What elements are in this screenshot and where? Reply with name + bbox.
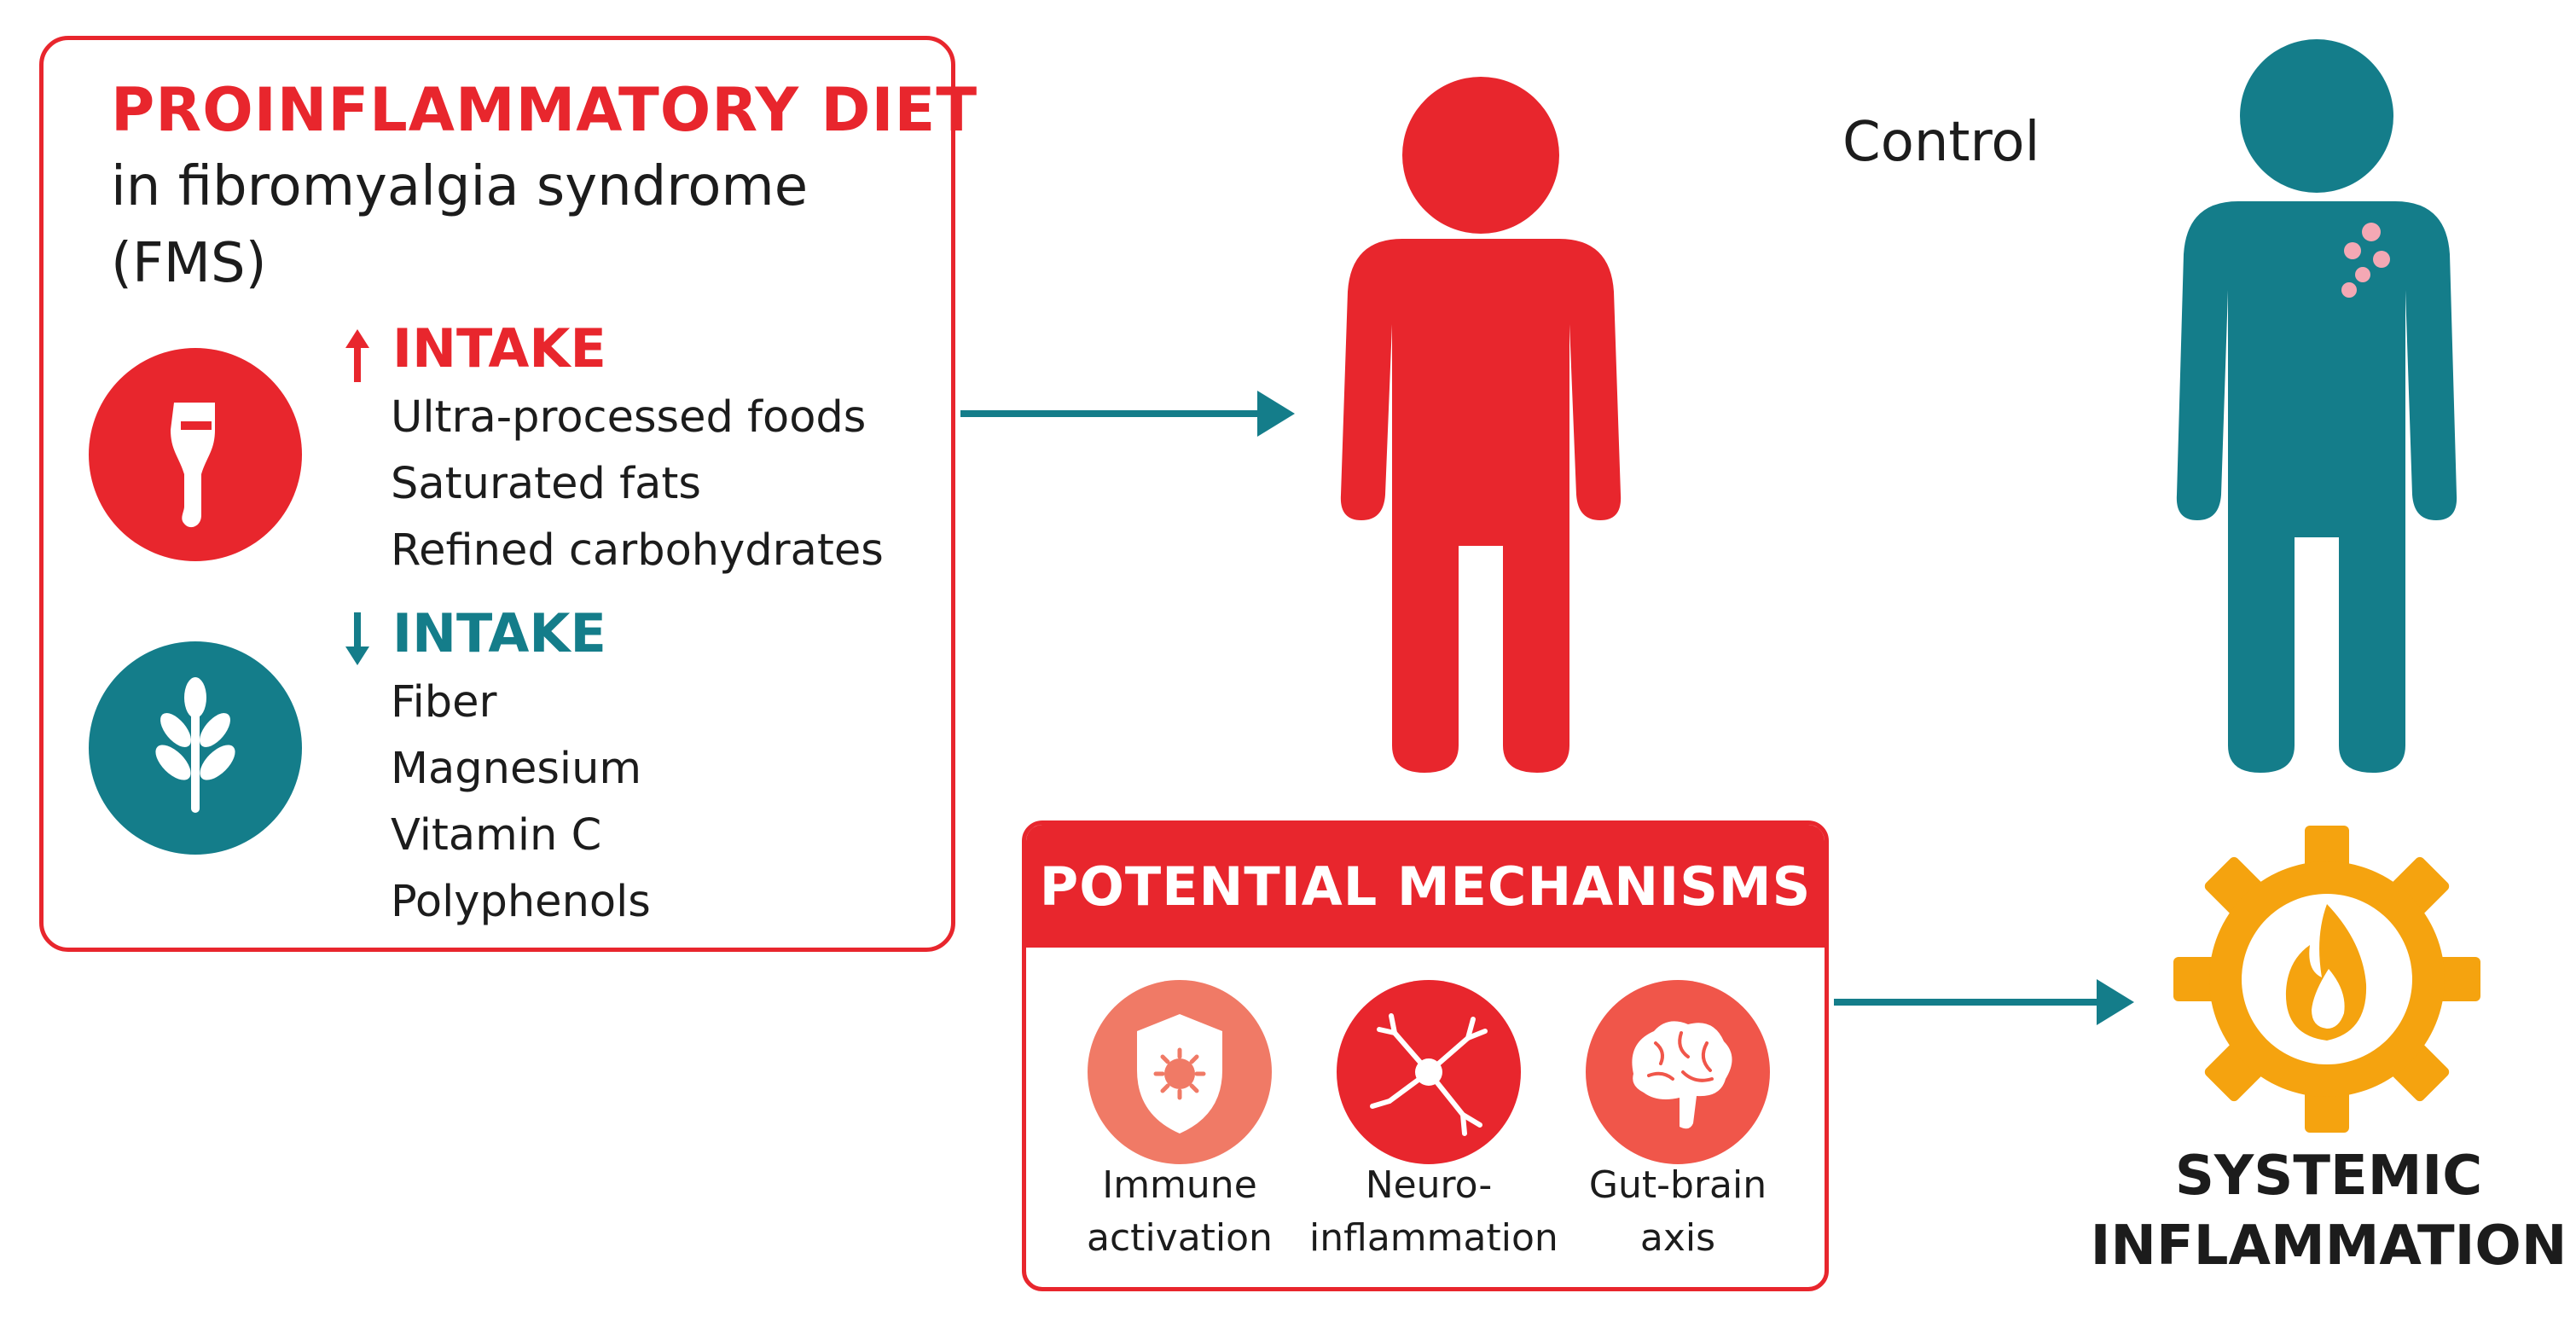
- mechanism-label: Gut-brain axis: [1588, 1163, 1767, 1260]
- decreased-intake-item: Magnesium: [391, 744, 642, 794]
- plant-icon: [89, 641, 302, 855]
- control-person-figure: [2176, 39, 2457, 773]
- mechanisms-header: POTENTIAL MECHANISMS: [1026, 825, 1825, 948]
- inflammation-spots: [2341, 223, 2390, 298]
- arrow-diet-to-patient: [960, 391, 1295, 437]
- increased-intake-item: Ultra-processed foods: [391, 392, 867, 443]
- mechanisms-box: POTENTIAL MECHANISMS Immune activation: [1022, 820, 1829, 1291]
- systemic-inflammation-line1: SYSTEMIC: [2174, 1145, 2483, 1208]
- increased-intake-item: Refined carbohydrates: [391, 525, 884, 576]
- diet-title: PROINFLAMMATORY DIET: [111, 75, 978, 145]
- shield-virus-icon: [1088, 980, 1272, 1164]
- brain-icon: [1586, 980, 1770, 1164]
- bottle-icon: [89, 348, 302, 561]
- mechanisms-title: POTENTIAL MECHANISMS: [1039, 855, 1812, 918]
- increased-intake-item: Saturated fats: [391, 459, 701, 509]
- decreased-intake-item: Fiber: [391, 677, 497, 728]
- down-arrow-icon: [345, 612, 369, 665]
- control-label: Control: [1842, 111, 2040, 174]
- diet-subtitle-line2: (FMS): [111, 232, 267, 295]
- mechanism-label: Immune activation: [1087, 1163, 1273, 1260]
- decreased-intake-item: Polyphenols: [391, 877, 651, 927]
- decreased-intake-heading: INTAKE: [392, 602, 606, 664]
- arrow-mechanisms-to-inflammation: [1834, 979, 2134, 1025]
- diet-box: [39, 36, 955, 952]
- increased-intake-heading: INTAKE: [392, 317, 606, 380]
- fms-patient-figure: [1340, 77, 1622, 773]
- gear-flame-icon: [2173, 826, 2480, 1133]
- neuron-icon: [1337, 980, 1521, 1164]
- mechanism-label: Neuro- inflammation: [1309, 1163, 1558, 1260]
- decreased-intake-item: Vitamin C: [391, 810, 602, 861]
- diet-subtitle-line1: in fibromyalgia syndrome: [111, 155, 809, 218]
- systemic-inflammation-line2: INFLAMMATION: [2090, 1215, 2567, 1278]
- up-arrow-icon: [345, 329, 369, 382]
